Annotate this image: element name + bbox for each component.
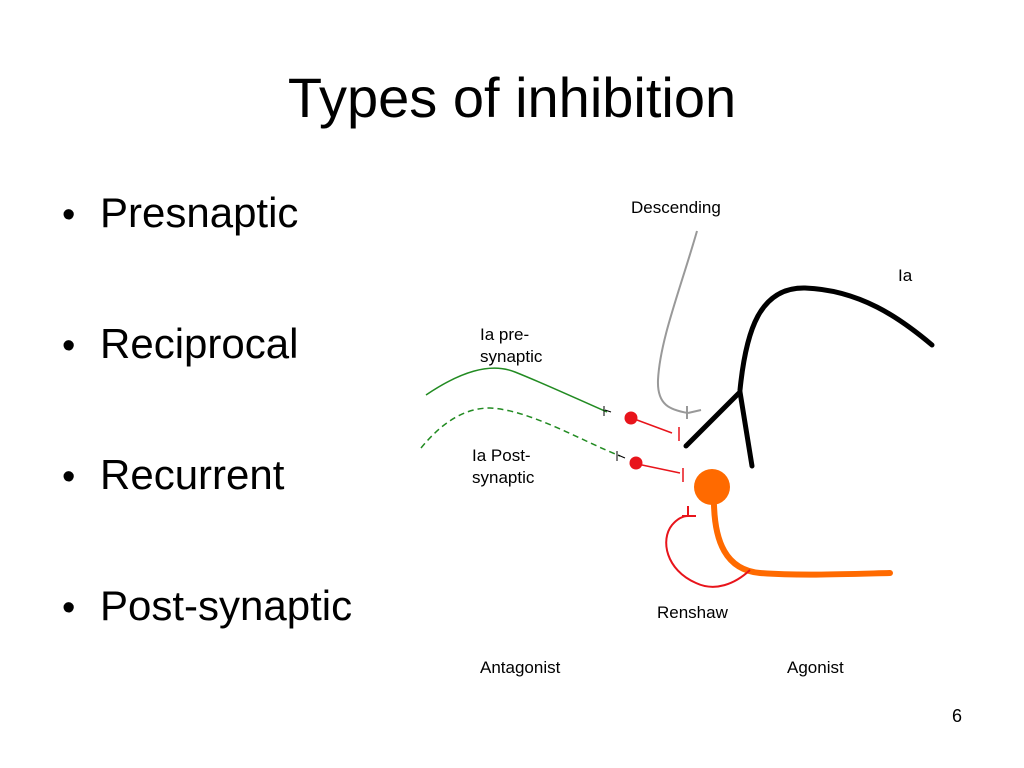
bullet-list: • Presnaptic • Reciprocal • Recurrent • … xyxy=(62,184,352,635)
ia-presynaptic-terminal xyxy=(603,406,612,416)
label-descending: Descending xyxy=(631,198,721,217)
bullet-marker: • xyxy=(62,325,76,367)
label-renshaw: Renshaw xyxy=(657,603,729,622)
motor-neuron-axon xyxy=(711,502,893,578)
bullet-marker: • xyxy=(62,456,76,498)
descending-terminal xyxy=(686,406,702,419)
ia-postsynaptic-terminal xyxy=(616,451,626,461)
label-ia: Ia xyxy=(898,266,913,285)
bullet-item-reciprocal: • Reciprocal xyxy=(62,315,352,446)
motor-neuron-soma xyxy=(694,469,730,505)
bullet-item-recurrent: • Recurrent xyxy=(62,446,352,577)
ia-afferent-fiber xyxy=(737,285,935,393)
renshaw-recurrent-collateral xyxy=(665,515,751,588)
bullet-marker: • xyxy=(62,587,76,629)
page-number: 6 xyxy=(951,706,962,726)
bullet-item-post-synaptic: • Post-synaptic xyxy=(62,577,352,635)
presynaptic-interneuron-axon xyxy=(636,419,680,441)
bullet-text: Post-synaptic xyxy=(100,582,353,629)
ia-collateral-to-interneuron xyxy=(683,389,743,449)
ia-collateral-to-motor-neuron xyxy=(737,389,755,469)
bullet-item-presynaptic: • Presnaptic xyxy=(62,184,352,315)
label-ia-presynaptic-1: Ia pre- xyxy=(480,325,529,344)
ia-postsynaptic-fiber xyxy=(420,407,621,457)
bullet-text: Reciprocal xyxy=(100,320,299,367)
label-antagonist: Antagonist xyxy=(480,658,561,677)
ia-presynaptic-fiber xyxy=(425,367,608,413)
postsynaptic-interneuron-axon xyxy=(641,464,684,482)
bullet-marker: • xyxy=(62,194,76,236)
label-ia-presynaptic-2: synaptic xyxy=(480,347,543,366)
bullet-text: Presnaptic xyxy=(100,189,299,236)
descending-fiber xyxy=(656,230,698,414)
label-ia-postsynaptic-2: synaptic xyxy=(472,468,535,487)
renshaw-terminal xyxy=(682,506,696,517)
bullet-text: Recurrent xyxy=(100,451,285,498)
label-agonist: Agonist xyxy=(787,658,844,677)
slide-title: Types of inhibition xyxy=(287,66,737,129)
presynaptic-interneuron-soma xyxy=(624,411,638,425)
label-ia-postsynaptic-1: Ia Post- xyxy=(472,446,531,465)
postsynaptic-interneuron-soma xyxy=(629,456,643,470)
